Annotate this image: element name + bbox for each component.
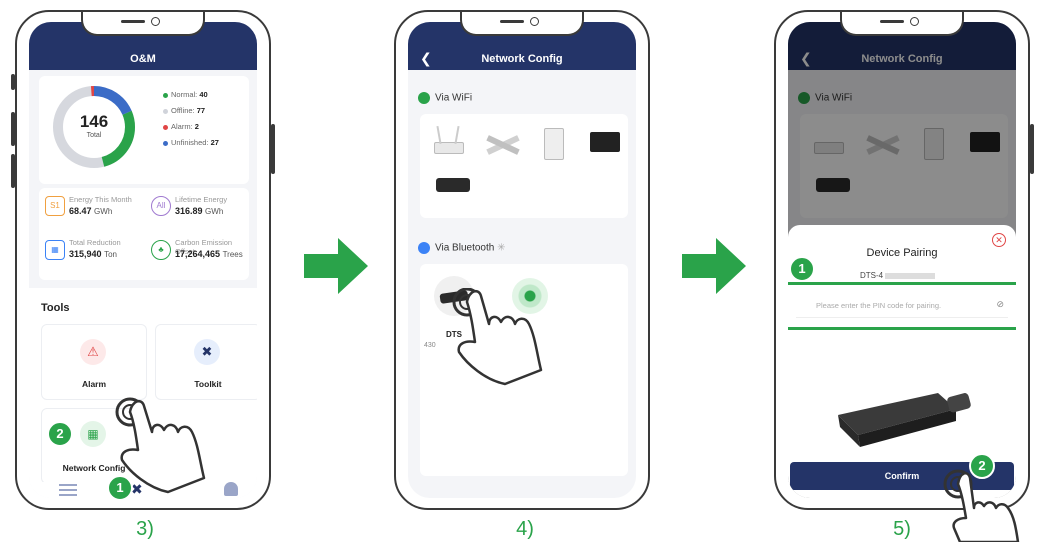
legend-item-offline: Offline: 77	[163, 106, 205, 115]
page-title: Network Config	[481, 53, 563, 65]
via-wifi-header: Via WiFi	[798, 92, 852, 104]
bluetooth-icon	[418, 242, 430, 254]
via-bluetooth-header: Via Bluetooth ✳	[418, 242, 505, 254]
stat-value: 68.47 GWh	[69, 206, 113, 216]
back-chevron-icon[interactable]: ❮	[800, 50, 812, 66]
alarm-icon: ⚠	[80, 339, 106, 365]
dts-device-image	[838, 393, 971, 447]
step-badge-1: 1	[107, 475, 133, 501]
phone-screen: ❮ Network Config Via WiFi ✕ Device Pairi…	[788, 22, 1016, 498]
via-wifi-header: Via WiFi	[418, 92, 472, 104]
step-badge-1: 1	[789, 256, 815, 282]
dtu-device[interactable]	[816, 178, 850, 192]
loading-spinner-icon: ✳	[497, 242, 506, 254]
wifi-icon	[418, 92, 430, 104]
legend-item-unfinished: Unfinished: 27	[163, 138, 219, 147]
tool-label: Network Config	[62, 463, 126, 473]
caption-step-5: 5)	[893, 518, 911, 540]
bottom-nav: ✖	[29, 482, 257, 498]
tool-toolkit[interactable]: ✖ Toolkit	[155, 324, 257, 400]
router-device[interactable]	[432, 125, 464, 154]
tool-label: Alarm	[81, 379, 107, 389]
page-title: Network Config	[861, 53, 943, 65]
step-badge-2: 2	[969, 453, 995, 479]
stat-value: 315,940 Ton	[69, 249, 117, 259]
legend-item-alarm: Alarm: 2	[163, 122, 199, 131]
profile-icon[interactable]	[224, 482, 238, 496]
bracket-device[interactable]	[486, 134, 520, 155]
phone-notch	[460, 12, 584, 36]
arrow-right-icon	[682, 238, 746, 294]
stat-value: 316.89 GWh	[175, 206, 224, 216]
donut-total-label: Total	[86, 132, 102, 139]
back-chevron-icon[interactable]: ❮	[420, 50, 432, 66]
meter-device[interactable]	[544, 128, 564, 160]
wifi-device-list	[800, 114, 1008, 218]
page-title: O&M	[130, 53, 156, 65]
tree-icon: ♣	[151, 240, 171, 260]
legend-item-normal: Normal: 40	[163, 90, 208, 99]
microinverter-device[interactable]	[590, 132, 620, 152]
phone-notch	[81, 12, 205, 36]
tool-label: Toolkit	[194, 379, 222, 389]
stat-label: Carbon Emission Offset	[175, 238, 233, 256]
stat-label: Total Reduction	[69, 238, 121, 247]
pin-input-highlight	[788, 282, 1016, 330]
stats-card: S1 Energy This Month 68.47 GWh All Lifet…	[39, 188, 249, 280]
microinverter-device[interactable]	[970, 132, 1000, 152]
tools-title: Tools	[41, 302, 70, 314]
scanning-radar-icon	[512, 278, 548, 314]
stat-label: Energy This Month	[69, 195, 132, 204]
device-id: DTS-4	[860, 271, 936, 280]
dtu-device[interactable]	[436, 178, 470, 192]
toolkit-icon: ✖	[194, 339, 220, 365]
phone-frame-device-pairing: ❮ Network Config Via WiFi ✕ Device Pairi…	[774, 10, 1034, 510]
stat-label: Lifetime Energy	[175, 195, 228, 204]
lifetime-energy-icon: All	[151, 196, 171, 216]
meter-device[interactable]	[924, 128, 944, 160]
pin-input[interactable]: Please enter the PIN code for pairing. ⊘	[796, 295, 1008, 318]
hand-pointer-icon	[452, 288, 543, 386]
tools-icon[interactable]: ✖	[131, 481, 143, 497]
wifi-device-list	[420, 114, 628, 218]
wifi-icon	[798, 92, 810, 104]
phone-notch	[840, 12, 964, 36]
device-serial: 430	[424, 342, 436, 349]
hand-pointer-icon	[115, 397, 206, 494]
close-icon[interactable]: ✕	[992, 233, 1006, 247]
phone-frame-om: O&M 146 Total Normal: 40 Offline: 77 Ala…	[11, 10, 275, 510]
arrow-right-icon	[304, 238, 368, 294]
eye-hidden-icon[interactable]: ⊘	[996, 299, 1004, 309]
tool-alarm[interactable]: ⚠ Alarm	[41, 324, 147, 400]
network-config-icon: ▦	[80, 421, 106, 447]
stat-value: 17,264,465 Trees	[175, 249, 243, 259]
status-donut-chart	[53, 86, 135, 168]
donut-segment-normal	[53, 86, 135, 168]
list-icon[interactable]	[59, 484, 77, 496]
status-card[interactable]: 146 Total Normal: 40 Offline: 77 Alarm: …	[39, 76, 249, 184]
caption-step-3: 3)	[136, 518, 154, 540]
donut-total: 146	[79, 112, 109, 131]
phone-screen: ❮ Network Config Via WiFi Via Bluetooth …	[408, 22, 636, 498]
step-badge-2: 2	[47, 421, 73, 447]
phone-frame-network-config: ❮ Network Config Via WiFi Via Bluetooth …	[394, 10, 650, 510]
total-reduction-icon: ▦	[45, 240, 65, 260]
device-name: DTS	[446, 330, 462, 339]
pin-input-placeholder: Please enter the PIN code for pairing.	[816, 301, 942, 310]
energy-month-icon: S1	[45, 196, 65, 216]
caption-step-4: 4)	[516, 518, 534, 540]
hand-pointer-icon	[943, 469, 1020, 542]
phone-screen: O&M 146 Total Normal: 40 Offline: 77 Ala…	[29, 22, 257, 498]
donut-segment-alarm	[53, 86, 135, 168]
dialog-title: Device Pairing	[866, 247, 938, 259]
router-device[interactable]	[812, 130, 844, 154]
